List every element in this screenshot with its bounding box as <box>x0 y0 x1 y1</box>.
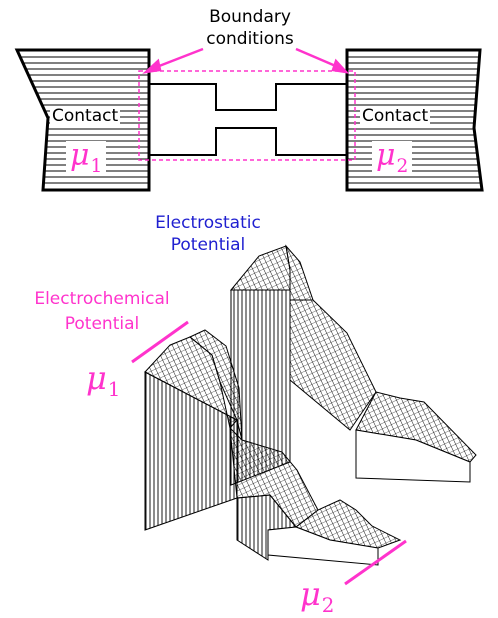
channel-constriction <box>149 83 347 156</box>
electrostatic-line1: Electrostatic <box>155 213 261 233</box>
left-contact-label: Contact <box>50 106 121 126</box>
boundary-arrows <box>142 47 350 74</box>
mu-symbol: μ <box>70 138 90 173</box>
mu1-level-line <box>131 320 189 364</box>
right-contact-mu: μ2 <box>372 138 413 177</box>
left-contact-mu: μ1 <box>66 138 107 177</box>
boundary-dashed-rect <box>138 70 356 161</box>
mu-subscript: 1 <box>107 377 121 401</box>
front-plateau <box>144 329 319 561</box>
electrochemical-line2: Potential <box>64 314 140 334</box>
mu-subscript: 1 <box>90 155 103 177</box>
boundary-label-line2: conditions <box>206 29 294 49</box>
back-plateau <box>229 244 377 486</box>
electrochemical-potential-label: Electrochemical Potential <box>4 287 200 337</box>
mu-symbol: μ <box>376 138 396 173</box>
mu-symbol: μ <box>86 359 107 397</box>
back-right-ledge <box>355 391 477 483</box>
electrostatic-line2: Potential <box>170 235 246 255</box>
mu2-level-line <box>344 539 407 586</box>
right-contact-label: Contact <box>360 106 431 126</box>
front-right-ledge <box>267 499 402 566</box>
mu-subscript: 2 <box>321 593 335 617</box>
mu2-label: μ2 <box>300 578 334 616</box>
mu1-label: μ1 <box>86 362 120 400</box>
boundary-conditions-label: Boundary conditions <box>190 6 310 50</box>
mu-symbol: μ <box>300 575 321 613</box>
mu-subscript: 2 <box>396 155 409 177</box>
electrostatic-potential-label: Electrostatic Potential <box>138 212 278 256</box>
boundary-label-line1: Boundary <box>209 7 291 27</box>
electrochemical-line1: Electrochemical <box>34 289 170 309</box>
